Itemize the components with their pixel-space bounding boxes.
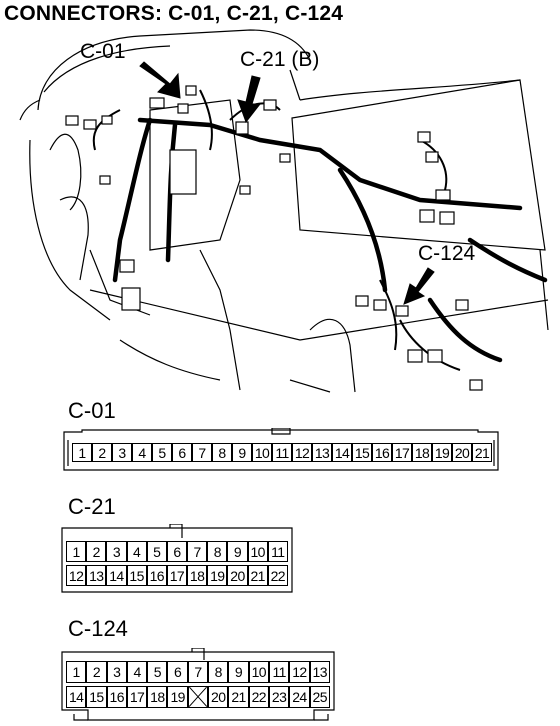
pin-4: 4 bbox=[126, 661, 148, 683]
pin-24: 24 bbox=[289, 686, 310, 708]
pin-12: 12 bbox=[292, 443, 312, 462]
pin-9: 9 bbox=[227, 541, 248, 562]
pin-5: 5 bbox=[146, 541, 167, 562]
pin-1: 1 bbox=[66, 541, 87, 562]
pin-14: 14 bbox=[332, 443, 352, 462]
connector-c124-housing bbox=[61, 648, 335, 721]
pin-20: 20 bbox=[227, 565, 248, 586]
dashboard-wiring-illustration bbox=[19, 29, 549, 393]
pin-25: 25 bbox=[309, 686, 330, 708]
pin-12: 12 bbox=[66, 565, 87, 586]
pin-10: 10 bbox=[247, 541, 268, 562]
pin-11: 11 bbox=[268, 661, 290, 683]
pin-19: 19 bbox=[167, 686, 188, 708]
pin-4: 4 bbox=[126, 541, 147, 562]
pin-22: 22 bbox=[267, 565, 288, 586]
pin-4: 4 bbox=[132, 443, 152, 462]
pin-7: 7 bbox=[187, 541, 208, 562]
pin-5: 5 bbox=[152, 443, 172, 462]
pin-23: 23 bbox=[268, 686, 290, 708]
pin-3: 3 bbox=[106, 541, 127, 562]
pin-8: 8 bbox=[207, 541, 228, 562]
pin-18: 18 bbox=[412, 443, 432, 462]
pin-10: 10 bbox=[252, 443, 272, 462]
pin-13: 13 bbox=[309, 661, 330, 683]
connector-c01-title: C-01 bbox=[68, 398, 116, 423]
pin-20: 20 bbox=[208, 686, 229, 708]
pin-8: 8 bbox=[208, 661, 229, 683]
pin-19: 19 bbox=[432, 443, 452, 462]
pin-2: 2 bbox=[92, 443, 112, 462]
pin-21: 21 bbox=[228, 686, 249, 708]
pin-7: 7 bbox=[192, 443, 212, 462]
pin-1: 1 bbox=[72, 443, 92, 462]
pin-9: 9 bbox=[228, 661, 249, 683]
pin-18: 18 bbox=[147, 686, 168, 708]
pin-6: 6 bbox=[172, 443, 192, 462]
pin-15: 15 bbox=[126, 565, 147, 586]
connector-c01-housing bbox=[63, 428, 499, 471]
pin-21: 21 bbox=[472, 443, 492, 462]
connector-c124-title: C-124 bbox=[68, 616, 128, 641]
pin-6: 6 bbox=[166, 541, 188, 562]
pin-2: 2 bbox=[86, 661, 107, 683]
pin-21: 21 bbox=[247, 565, 268, 586]
pin-6: 6 bbox=[167, 661, 188, 683]
pin-17: 17 bbox=[166, 565, 188, 586]
pin-7: 7 bbox=[187, 661, 209, 683]
callout-c21: C-21 (B) bbox=[240, 48, 320, 71]
pin-9: 9 bbox=[232, 443, 252, 462]
pin-10: 10 bbox=[248, 661, 269, 683]
pin-20: 20 bbox=[452, 443, 472, 462]
pin-5: 5 bbox=[147, 661, 168, 683]
pin-17: 17 bbox=[392, 443, 412, 462]
pin-13: 13 bbox=[86, 565, 107, 586]
pin-8: 8 bbox=[212, 443, 232, 462]
connector-c21-title: C-21 bbox=[68, 494, 116, 519]
pin-15: 15 bbox=[86, 686, 107, 708]
pin-19: 19 bbox=[207, 565, 228, 586]
pin-3: 3 bbox=[106, 661, 127, 683]
pin-1: 1 bbox=[66, 661, 87, 683]
pin-22: 22 bbox=[248, 686, 269, 708]
pin-empty-cavity bbox=[187, 686, 209, 708]
pin-16: 16 bbox=[372, 443, 392, 462]
pin-2: 2 bbox=[86, 541, 107, 562]
pin-15: 15 bbox=[352, 443, 372, 462]
pin-16: 16 bbox=[146, 565, 167, 586]
pin-18: 18 bbox=[187, 565, 208, 586]
pin-13: 13 bbox=[312, 443, 332, 462]
pin-12: 12 bbox=[289, 661, 310, 683]
pin-17: 17 bbox=[126, 686, 148, 708]
pin-16: 16 bbox=[106, 686, 127, 708]
pin-11: 11 bbox=[272, 443, 292, 462]
connector-c21-housing bbox=[61, 524, 293, 593]
pin-11: 11 bbox=[267, 541, 288, 562]
page-title: CONNECTORS: C-01, C-21, C-124 bbox=[4, 2, 344, 25]
pin-3: 3 bbox=[112, 443, 132, 462]
pin-14: 14 bbox=[66, 686, 87, 708]
callout-c124: C-124 bbox=[418, 242, 476, 265]
pin-14: 14 bbox=[106, 565, 127, 586]
callout-c01: C-01 bbox=[80, 40, 126, 63]
